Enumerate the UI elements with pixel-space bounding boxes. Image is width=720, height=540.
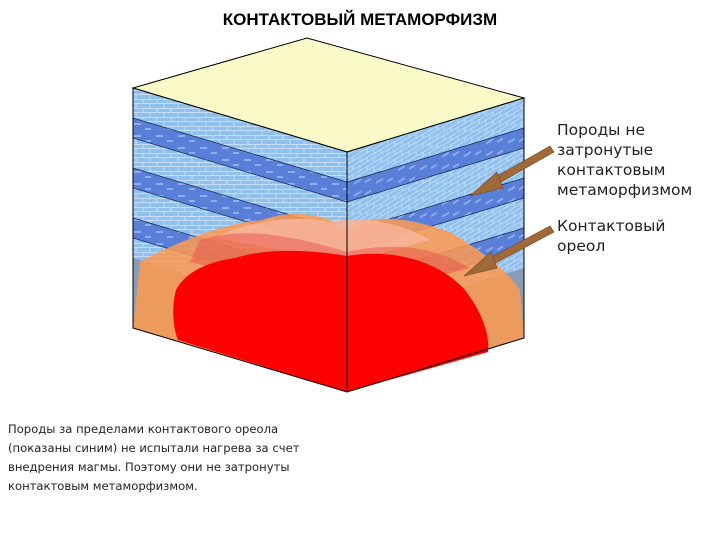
label-contact-aureole: Контактовый ореол: [557, 216, 665, 256]
caption-text: Породы за пределами контактового ореола …: [8, 420, 368, 496]
magma-intrusion: [173, 251, 488, 392]
label-unaltered-rocks: Породы не затронутые контактовым метамор…: [557, 120, 692, 200]
